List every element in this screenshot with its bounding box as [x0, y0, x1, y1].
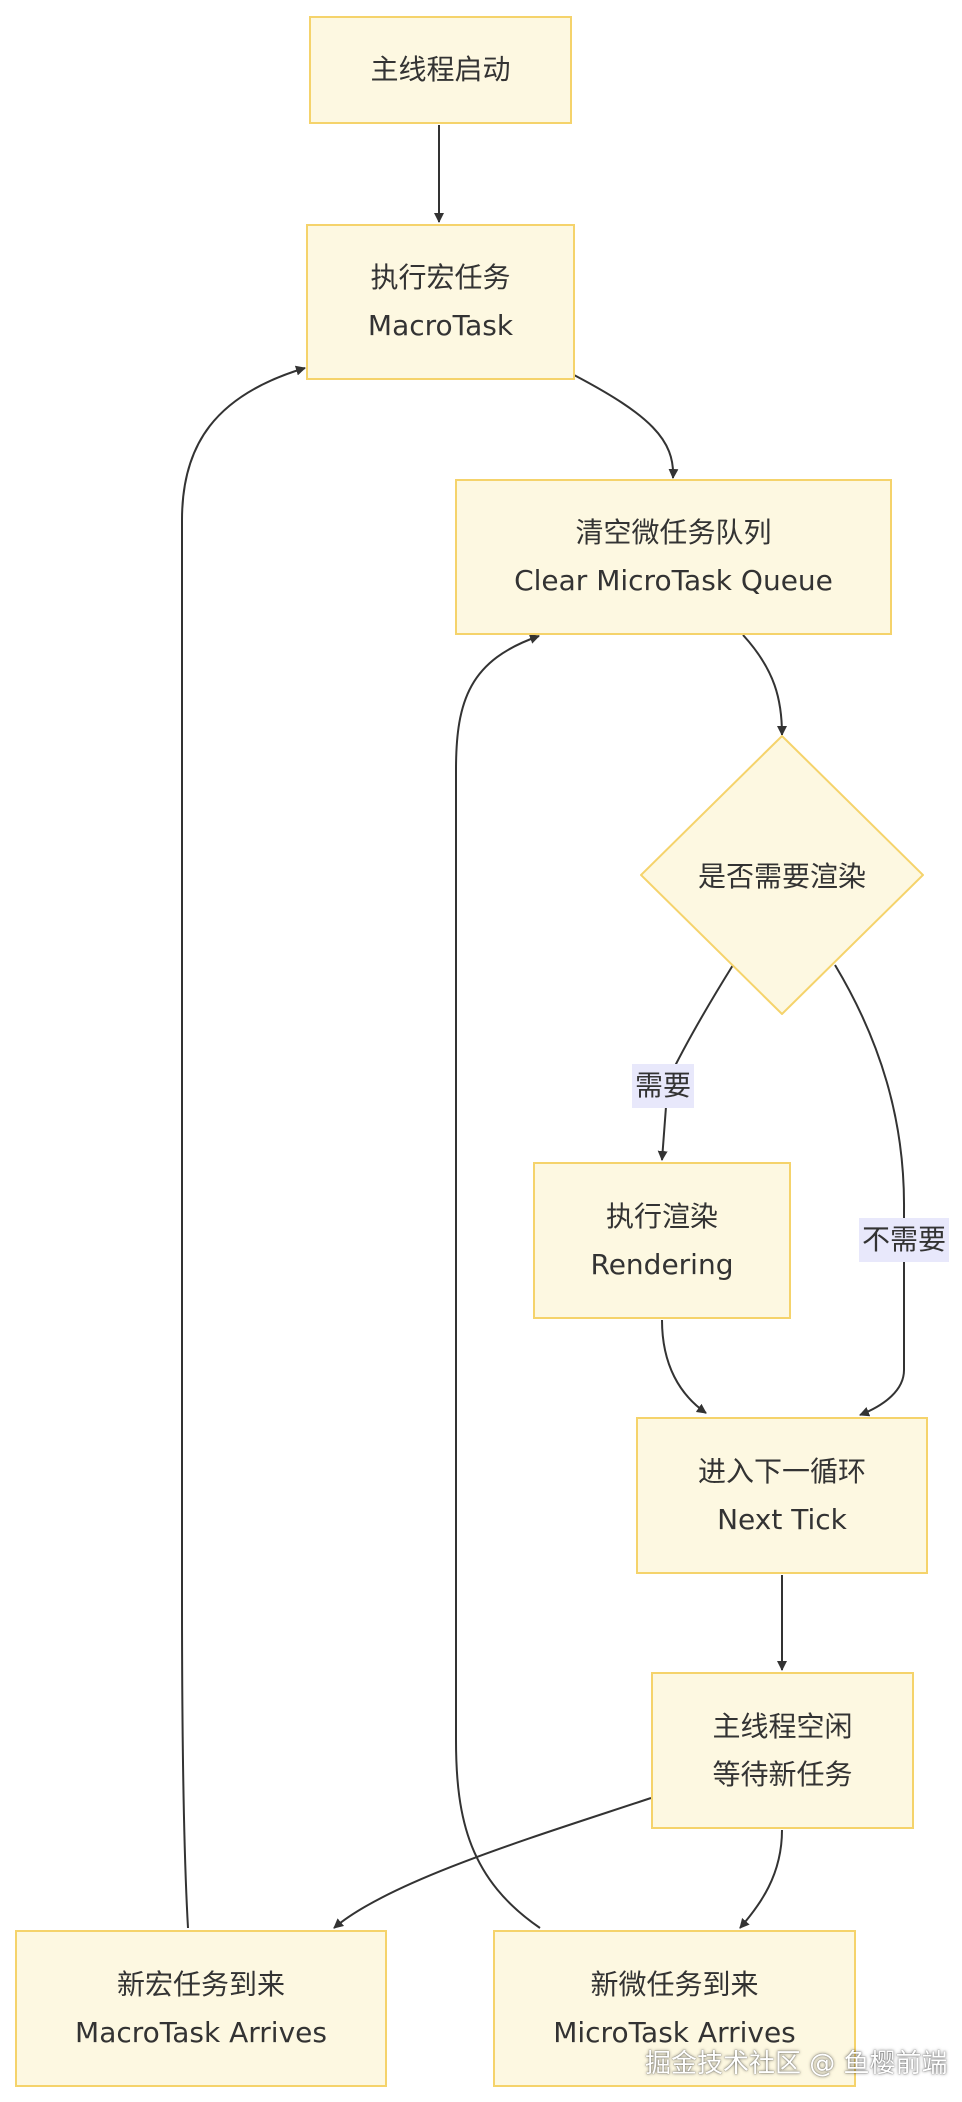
node-main-thread-start: 主线程启动 [309, 16, 572, 124]
edge-idle-to-newmicro [739, 1829, 783, 1929]
node-execute-rendering-label: 执行渲染 [605, 1199, 718, 1233]
edge-newmicro-to-clear [455, 634, 541, 1929]
node-execute-macrotask: 执行宏任务 MacroTask [306, 224, 575, 380]
edge-clear-to-decide [742, 634, 787, 736]
node-new-macrotask-arrives-label: 新宏任务到来 [116, 1967, 285, 2001]
node-execute-macrotask-label: 执行宏任务 [370, 261, 511, 294]
node-render-decision: 是否需要渲染 [640, 735, 924, 1015]
node-new-macrotask-arrives-sublabel: MacroTask Arrives [75, 2015, 327, 2049]
node-next-tick-label: 进入下一循环 [697, 1454, 866, 1488]
watermark: 掘金技术社区 @ 鱼樱前端 [645, 2049, 948, 2079]
node-main-thread-idle-sublabel: 等待新任务 [712, 1757, 853, 1791]
node-execute-macrotask-sublabel: MacroTask [367, 309, 514, 342]
node-execute-rendering: 执行渲染 Rendering [533, 1162, 791, 1319]
node-main-thread-idle: 主线程空闲 等待新任务 [651, 1672, 914, 1829]
edge-label-no: 不需要 [859, 1218, 950, 1262]
edge-idle-to-newmacro [333, 1797, 652, 1929]
node-new-microtask-arrives: 新微任务到来 MicroTask Arrives [493, 1930, 856, 2087]
node-render-decision-shape [640, 735, 924, 1015]
node-new-microtask-arrives-sublabel: MicroTask Arrives [553, 2015, 796, 2049]
node-next-tick: 进入下一循环 Next Tick [636, 1417, 928, 1574]
node-new-macrotask-arrives: 新宏任务到来 MacroTask Arrives [15, 1930, 387, 2087]
node-clear-microtask-queue-label: 清空微任务队列 [575, 516, 772, 549]
node-new-microtask-arrives-label: 新微任务到来 [590, 1967, 759, 2001]
edge-render-to-next [661, 1319, 707, 1414]
node-clear-microtask-queue: 清空微任务队列 Clear MicroTask Queue [455, 479, 892, 635]
node-render-decision-label: 是否需要渲染 [697, 860, 866, 893]
edge-decide-to-next [834, 964, 906, 1417]
edge-newmacro-to-macro [181, 365, 306, 1929]
node-clear-microtask-queue-sublabel: Clear MicroTask Queue [514, 564, 833, 597]
edge-label-yes: 需要 [632, 1064, 695, 1108]
node-execute-rendering-sublabel: Rendering [590, 1247, 734, 1281]
edge-macro-to-clear [573, 374, 679, 479]
node-main-thread-idle-label: 主线程空闲 [712, 1709, 853, 1743]
node-main-thread-start-label: 主线程启动 [370, 53, 511, 86]
node-next-tick-sublabel: Next Tick [717, 1502, 847, 1536]
